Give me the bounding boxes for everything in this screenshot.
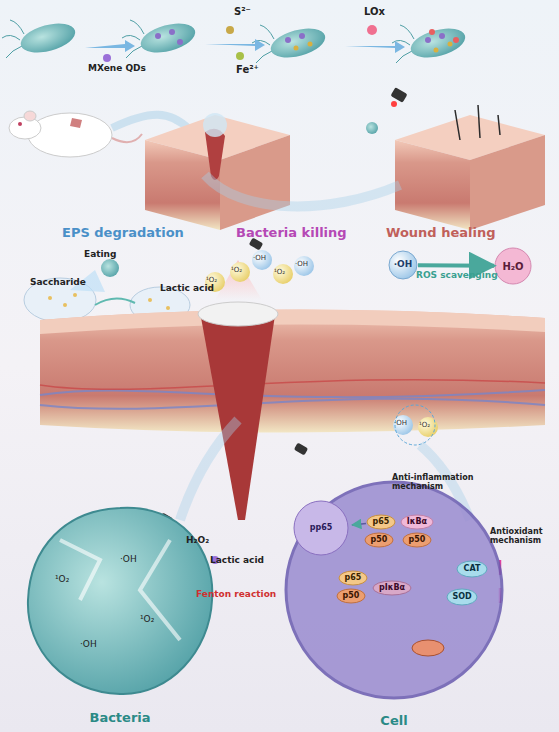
process-label: Eating — [84, 250, 116, 260]
node-text: p50 — [343, 592, 360, 601]
protein-p50: p50 — [402, 532, 432, 548]
bacterium-cell-outline — [20, 500, 220, 725]
node-text: p50 — [409, 536, 426, 545]
enzyme-label: LOx — [364, 6, 385, 17]
protein-p65: p65 — [338, 570, 368, 586]
substance-label: Saccharide — [30, 278, 86, 288]
substance-label: H₂O₂ — [186, 536, 209, 546]
enzyme-sod: SOD — [446, 588, 478, 606]
protein-p65: p65 — [366, 514, 396, 530]
ros-label: ¹O₂ — [55, 575, 69, 585]
nucleus: pp65 — [290, 500, 352, 556]
protein-pikba: pIκBα — [372, 580, 412, 596]
ros-label: ¹O₂ — [274, 269, 285, 277]
node-text: SOD — [452, 593, 471, 602]
ion-label: S²⁻ — [234, 6, 251, 17]
protein-p50: p50 — [336, 588, 366, 604]
node-text: p65 — [345, 574, 362, 583]
node-text: IκBα — [407, 518, 427, 527]
reaction-label: Fenton reaction — [196, 590, 276, 600]
stage-title: EPS degradation — [62, 226, 184, 240]
node-text: p50 — [371, 536, 388, 545]
substance-label: Lactic acid — [210, 556, 264, 566]
ros-sphere: ·OH — [388, 250, 418, 280]
ros-label: ¹O₂ — [231, 267, 242, 275]
stage-title: Wound healing — [386, 226, 495, 240]
mechanism-label: Antioxidant mechanism — [490, 528, 552, 546]
ros-label: ·OH — [80, 640, 97, 650]
ros-label: ·OH — [295, 261, 308, 269]
substance-label: Lactic acid — [160, 284, 214, 294]
ros-label: ·OH — [394, 420, 407, 428]
node-text: H₂O — [502, 261, 523, 272]
enzyme-cat: CAT — [456, 560, 488, 578]
ros-label: ¹O₂ — [206, 277, 217, 285]
node-text: CAT — [464, 565, 481, 574]
protein-p50: p50 — [364, 532, 394, 548]
mechanism-label: Anti-inflammation mechanism — [392, 474, 502, 492]
bacterium-cell: Bacteria — [20, 500, 220, 725]
node-text: ·OH — [394, 260, 413, 270]
ros-label: ¹O₂ — [140, 615, 154, 625]
ros-label: ¹O₂ — [419, 422, 430, 430]
protein-ikba: IκBα — [400, 514, 434, 530]
node-text: Cell — [380, 714, 407, 728]
water-sphere: H₂O — [494, 247, 532, 285]
ros-label: ·OH — [253, 255, 266, 263]
host-cell: Cell pp65 p65 p50 IκBα p50 p65 p50 pIκBα CAT SOD — [278, 478, 510, 728]
node-text: p65 — [373, 518, 390, 527]
node-text: pIκBα — [379, 584, 405, 593]
edge-label: ROS scavenging — [416, 271, 496, 281]
node-text: Bacteria — [89, 711, 150, 725]
stage-title: Bacteria killing — [236, 226, 347, 240]
ion-label: Fe²⁺ — [236, 64, 259, 75]
step-label: MXene QDs — [88, 64, 146, 74]
ros-label: ·OH — [120, 555, 137, 565]
node-text: pp65 — [310, 524, 333, 533]
arrow-connector — [418, 263, 494, 268]
